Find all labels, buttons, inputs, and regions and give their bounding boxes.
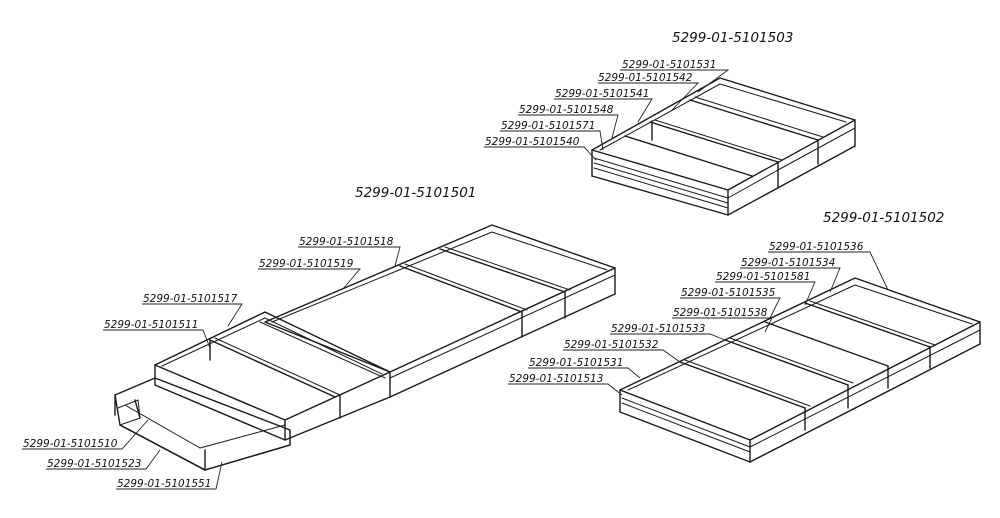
part-label: 5299-01-5101571 [501, 120, 595, 132]
frame-5101503 [591, 77, 856, 216]
part-label: 5299-01-5101535 [681, 287, 776, 299]
part-label: 5299-01-5101541 [555, 88, 649, 100]
part-label: 5299-01-5101531 [622, 59, 716, 71]
part-label: 5299-01-5101538 [673, 307, 768, 319]
part-label: 5299-01-5101548 [519, 104, 614, 116]
assembly-title-5101503: 5299-01-5101503 [672, 30, 793, 46]
part-label: 5299-01-5101523 [47, 458, 141, 470]
assembly-title-5101501: 5299-01-5101501 [355, 185, 476, 201]
part-label: 5299-01-5101536 [769, 241, 864, 253]
part-label: 5299-01-5101519 [259, 258, 354, 270]
leader-lines [22, 69, 889, 490]
frame-5101501 [114, 224, 616, 471]
part-label: 5299-01-5101542 [598, 72, 693, 84]
part-label: 5299-01-5101511 [104, 319, 198, 331]
part-label: 5299-01-5101581 [716, 271, 810, 283]
part-label: 5299-01-5101532 [564, 339, 659, 351]
part-label: 5299-01-5101510 [23, 438, 118, 450]
part-label: 5299-01-5101534 [741, 257, 835, 269]
part-label: 5299-01-5101533 [611, 323, 705, 335]
part-label: 5299-01-5101551 [117, 478, 211, 490]
part-label: 5299-01-5101518 [299, 236, 394, 248]
assembly-title-5101502: 5299-01-5101502 [823, 210, 944, 226]
part-label: 5299-01-5101531 [529, 357, 623, 369]
part-label: 5299-01-5101517 [143, 293, 238, 305]
part-label: 5299-01-5101540 [485, 136, 580, 148]
frame-5101502 [619, 277, 981, 463]
part-label: 5299-01-5101513 [509, 373, 603, 385]
